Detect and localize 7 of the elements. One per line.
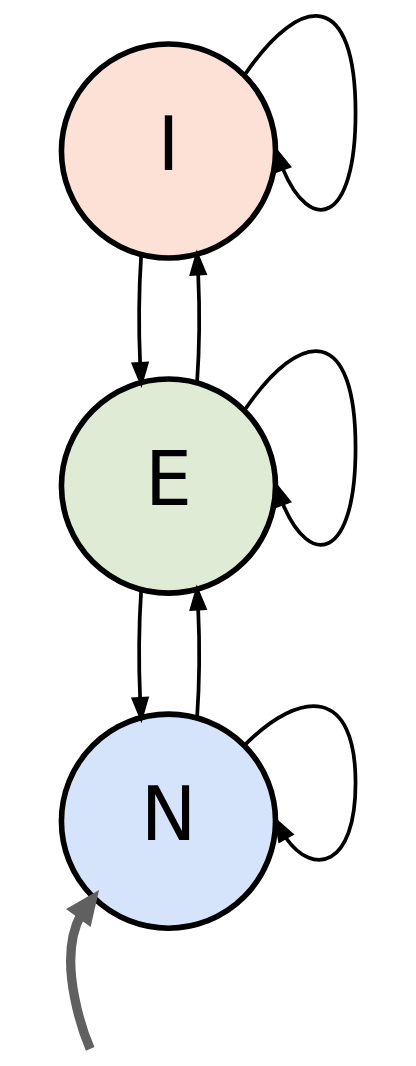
arrow bbox=[188, 584, 207, 718]
arrow bbox=[130, 254, 149, 389]
arrow bbox=[65, 890, 99, 1051]
arrow bbox=[188, 249, 207, 383]
node-circle: E bbox=[58, 376, 278, 596]
arrow bbox=[130, 589, 149, 724]
node-circle: I bbox=[58, 41, 278, 261]
